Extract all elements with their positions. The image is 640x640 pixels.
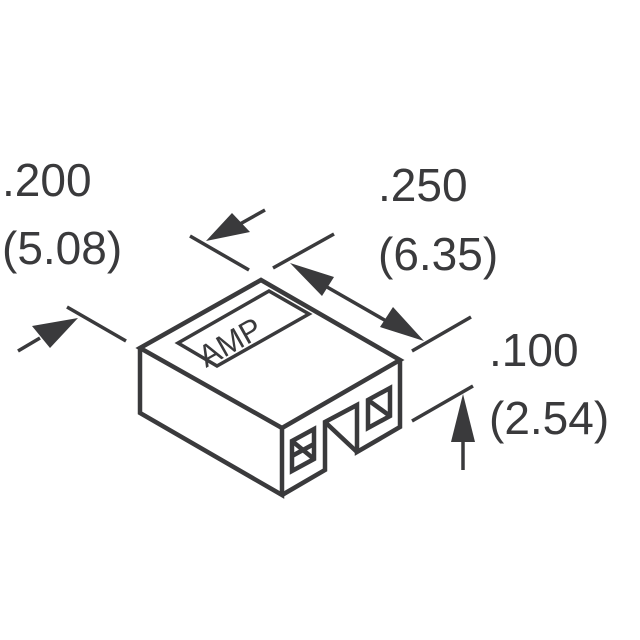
connector-side-face [137,348,285,499]
connector-top-face [135,277,405,431]
width-mm-label: (5.08) [2,222,122,274]
height-arrow-icon [451,394,475,442]
width-dimension: .200 (5.08) [2,154,266,353]
height-dimension: .100 (2.54) [411,324,609,470]
amp-label-box [174,288,313,369]
width-arrow-shaft-lower [17,336,41,353]
contact-hole-left-inner [290,442,316,458]
width-arrow-icon-upper [206,213,250,241]
length-extension-line-upper [272,232,335,270]
connector-body: AMP [135,277,405,499]
height-mm-label: (2.54) [489,392,609,444]
width-extension-line-lower [66,305,127,343]
connector-notch-edge [323,420,359,454]
height-extension-line [411,384,474,423]
length-dimension: .250 (6.35) [272,159,498,353]
width-arrow-icon-lower [32,318,78,348]
height-inches-label: .100 [489,324,579,376]
amp-marking: AMP [192,311,268,375]
contact-hole-right-diagonal [366,398,392,418]
width-arrow-shaft-upper [239,208,266,226]
connector-front-face [280,360,403,497]
length-mm-label: (6.35) [378,228,498,280]
length-arrow-icon-end [380,307,424,341]
width-extension-line-upper [189,234,250,272]
length-arrow-icon-start [290,263,334,296]
width-inches-label: .200 [2,154,92,206]
length-extension-line-lower [411,315,472,353]
length-arrow-shaft [319,281,389,324]
length-inches-label: .250 [378,159,468,211]
